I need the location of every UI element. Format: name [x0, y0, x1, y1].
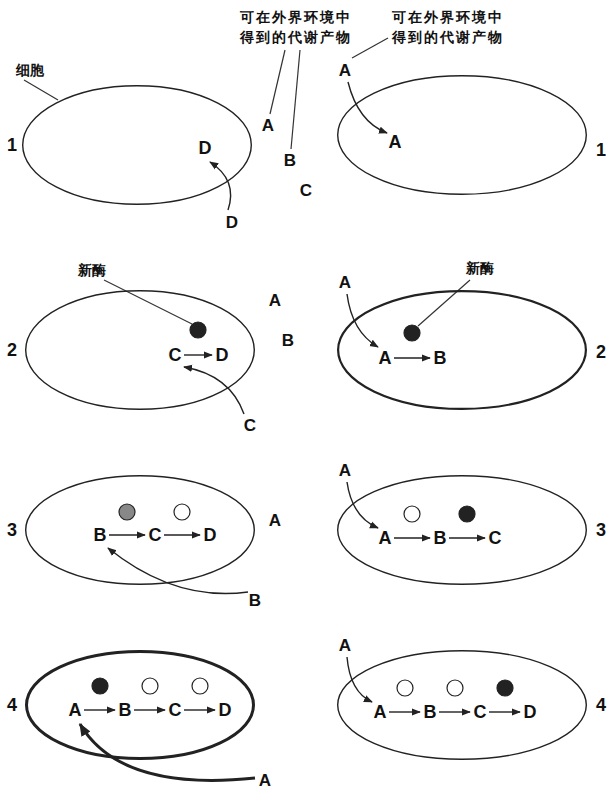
metabolite-letter: A	[339, 274, 351, 291]
callout-label: 新酶	[466, 261, 494, 275]
header-note: 可在外界环境中得到的代谢产物	[240, 8, 358, 47]
callout-number: 3	[7, 521, 17, 539]
metabolite-letter: D	[524, 703, 537, 721]
metabolite-letter: B	[434, 529, 447, 547]
metabolite-letter: A	[379, 529, 392, 547]
callout-number: 3	[596, 521, 606, 539]
metabolite-letter: C	[474, 703, 487, 721]
metabolite-letter: A	[389, 133, 402, 151]
metabolite-letter: B	[119, 701, 132, 719]
metabolite-letter: D	[219, 701, 232, 719]
metabolite-letter: B	[434, 349, 447, 367]
cell-ellipse: D	[22, 85, 252, 205]
metabolite-letter: A	[339, 62, 351, 79]
metabolite-letter: D	[204, 526, 217, 544]
metabolite-letter: B	[424, 703, 437, 721]
callout-number: 2	[596, 343, 606, 361]
metabolite-letter: A	[379, 349, 392, 367]
metabolite-letter: D	[226, 214, 238, 231]
metabolite-letter: A	[269, 512, 281, 529]
cell-outline	[22, 85, 252, 205]
cell-outline	[25, 475, 255, 585]
metabolite-letter: C	[300, 182, 312, 199]
metabolite-letter: B	[249, 592, 261, 609]
metabolite-letter: D	[216, 346, 229, 364]
metabolite-letter: A	[259, 772, 271, 789]
metabolite-letter: C	[149, 526, 162, 544]
metabolite-letter: A	[262, 117, 274, 134]
callout-number: 2	[7, 341, 17, 359]
callout-label: 新酶	[78, 263, 106, 277]
metabolite-letter: C	[169, 701, 182, 719]
cell-outline	[337, 75, 587, 195]
cell-outline	[337, 475, 587, 585]
cell-ellipse: A B C D	[25, 650, 255, 760]
metabolite-letter: A	[374, 703, 387, 721]
metabolite-letter: C	[169, 346, 182, 364]
callout-number: 4	[596, 696, 606, 714]
cell-outline	[337, 290, 587, 410]
metabolite-letter: B	[282, 332, 294, 349]
cell-ellipse: A B C	[337, 475, 587, 585]
callout-number: 1	[7, 136, 17, 154]
metabolite-letter: A	[339, 462, 351, 479]
header-note: 可在外界环境中得到的代谢产物	[392, 8, 510, 47]
callout-label: 细胞	[16, 63, 44, 77]
metabolite-letter: A	[269, 292, 281, 309]
cell-ellipse: A	[337, 75, 587, 195]
cell-ellipse: B C D	[25, 475, 255, 585]
cell-ellipse: CD	[25, 290, 255, 410]
callout-number: 1	[596, 141, 606, 159]
metabolite-letter: C	[489, 529, 502, 547]
cell-ellipse: AB	[337, 290, 587, 410]
metabolite-letter: D	[199, 139, 212, 157]
cell-ellipse: A B C D	[337, 650, 587, 760]
metabolite-letter: B	[94, 526, 107, 544]
metabolite-letter: A	[69, 701, 82, 719]
callout-number: 4	[7, 696, 17, 714]
metabolite-letter: A	[339, 637, 351, 654]
metabolite-letter: B	[284, 152, 296, 169]
metabolite-letter: C	[244, 417, 256, 434]
